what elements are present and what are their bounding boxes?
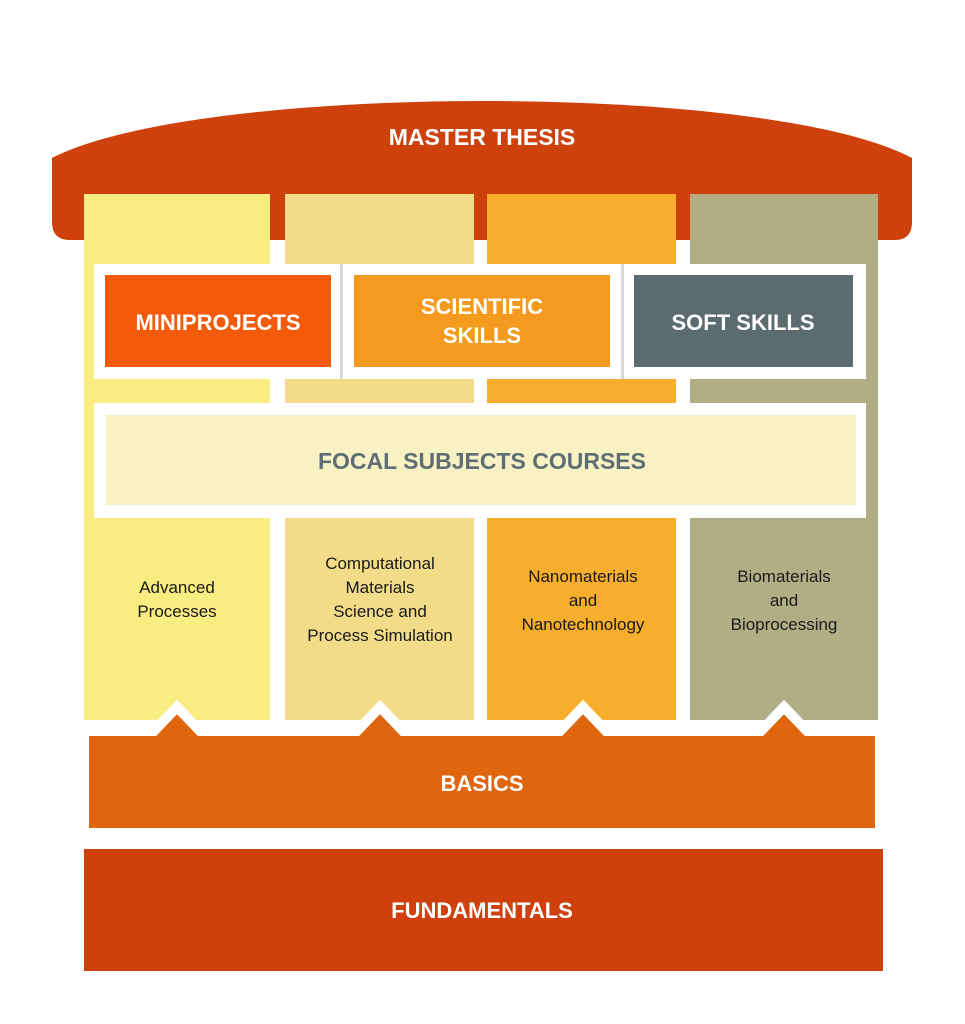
divider-right [621, 264, 624, 379]
miniprojects-label: MINIPROJECTS [135, 310, 300, 335]
fundamentals-band [84, 849, 883, 971]
scientific-skills-line2: SKILLS [443, 323, 521, 348]
pillar-2-line-4: Process Simulation [307, 626, 453, 645]
pillar-1-line-2: Processes [137, 602, 216, 621]
pillar-4-label: Biomaterials and Bioprocessing [731, 567, 838, 634]
pillar-1-label: Advanced Processes [137, 578, 216, 621]
pillar-2-line-3: Science and [333, 602, 427, 621]
pillar-4-line-3: Bioprocessing [731, 615, 838, 634]
pillar-3-line-3: Nanotechnology [522, 615, 645, 634]
scientific-skills-line1: SCIENTIFIC [421, 294, 543, 319]
pillar-2-line-1: Computational [325, 554, 435, 573]
pillar-3-line-2: and [569, 591, 597, 610]
pillar-3-label: Nanomaterials and Nanotechnology [522, 567, 645, 634]
pillar-4-line-2: and [770, 591, 798, 610]
scientific-skills-box [354, 275, 610, 367]
focal-subjects-label: FOCAL SUBJECTS COURSES [318, 448, 646, 474]
fundamentals-label: FUNDAMENTALS [391, 898, 573, 923]
divider-left [340, 264, 343, 379]
pillar-3-line-1: Nanomaterials [528, 567, 638, 586]
soft-skills-label: SOFT SKILLS [672, 310, 815, 335]
focal-subjects-box [106, 415, 856, 505]
soft-skills-box [634, 275, 853, 367]
pillar-4-line-1: Biomaterials [737, 567, 831, 586]
basics-band [79, 699, 885, 838]
miniprojects-box [105, 275, 331, 367]
master-thesis-label: MASTER THESIS [389, 124, 576, 150]
pillar-1-line-1: Advanced [139, 578, 215, 597]
pillar-2-line-2: Materials [346, 578, 415, 597]
basics-label: BASICS [440, 771, 523, 796]
pillar-2-label: Computational Materials Science and Proc… [307, 554, 453, 645]
